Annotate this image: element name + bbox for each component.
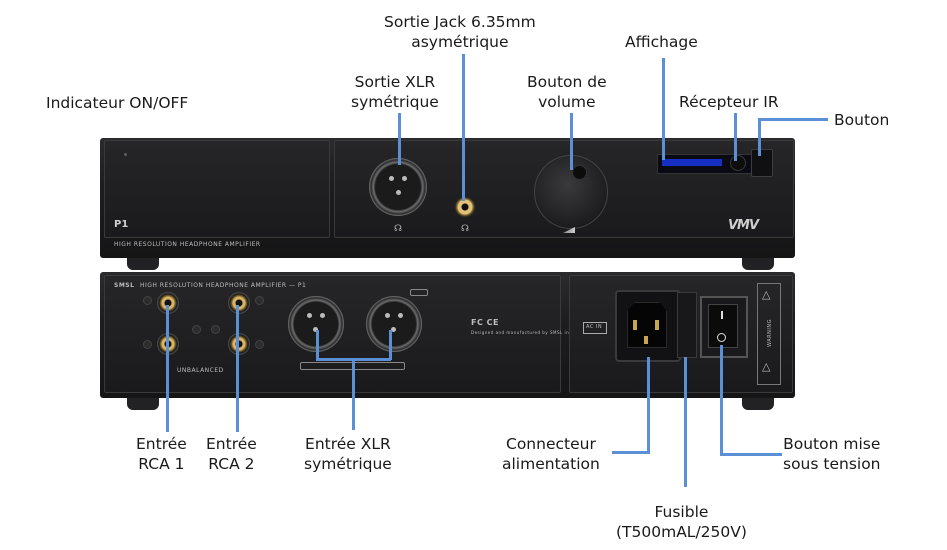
warning-text: WARNING: [766, 319, 773, 347]
callout-line-display: [662, 58, 665, 160]
label-xlr-output: Sortie XLR symétrique: [351, 73, 439, 111]
callout-line-fuse: [684, 357, 687, 487]
label-xlr-input: Entrée XLR symétrique: [304, 435, 392, 473]
callout-line-rca2: [236, 305, 239, 432]
label-jack-output: Sortie Jack 6.35mm asymétrique: [384, 13, 536, 51]
callout-line-xlr-in-r: [389, 330, 392, 360]
power-switch-on-mark: [721, 311, 723, 319]
front-caption: HIGH RESOLUTION HEADPHONE AMPLIFIER: [114, 241, 261, 248]
label-button: Bouton: [834, 111, 890, 129]
callout-line-power-v: [647, 357, 650, 454]
screw: [143, 340, 152, 349]
power-pin: [644, 336, 648, 344]
label-power-indicator: Indicateur ON/OFF: [46, 94, 189, 112]
rear-caption: HIGH RESOLUTION HEADPHONE AMPLIFIER — P1: [140, 282, 307, 289]
xlr-input-jack-right[interactable]: [366, 296, 422, 352]
callout-line-button-h: [758, 118, 828, 121]
power-pin: [655, 320, 659, 330]
label-rca2-input: Entrée RCA 2: [206, 435, 257, 473]
power-switch-off-mark: [717, 333, 726, 342]
screw: [255, 296, 264, 305]
callout-line-xlr-in-v: [352, 358, 355, 430]
warning-triangle-icon: △: [762, 288, 771, 301]
label-display: Affichage: [625, 33, 698, 51]
screw: [255, 340, 264, 349]
xlr-output-jack[interactable]: [369, 158, 427, 216]
xlr-input-pin: [398, 313, 403, 318]
power-pin: [633, 320, 637, 330]
xlr-input-pin: [320, 313, 325, 318]
callout-line-xlr-out: [398, 113, 401, 165]
callout-line-xlr-in-l: [316, 330, 319, 360]
volume-scale-icon: [563, 227, 575, 233]
callout-line-jack: [462, 54, 465, 201]
label-ir-receiver: Récepteur IR: [679, 93, 779, 111]
callout-line-switch-h: [720, 453, 782, 456]
warning-panel: [757, 283, 781, 385]
callout-line-rca1: [166, 305, 169, 432]
callout-line-button-v: [758, 118, 761, 156]
callout-line-volume: [570, 113, 573, 170]
volume-knob-indicator: [572, 165, 587, 180]
callout-line-switch-v: [720, 345, 723, 456]
front-foot-left: [127, 258, 159, 270]
xlr-input-pin: [385, 313, 390, 318]
ir-receiver: [730, 155, 746, 171]
xlr-small-tag: [410, 289, 428, 296]
screw: [192, 325, 201, 334]
headphone-icon: ☊: [461, 224, 469, 234]
model-label: P1: [114, 219, 129, 230]
label-power-connector: Connecteur alimentation: [502, 435, 600, 473]
xlr-output-pin: [389, 176, 394, 181]
label-rca1-input: Entrée RCA 1: [136, 435, 187, 473]
brand-logo: VMV: [728, 218, 759, 233]
unbalanced-label: UNBALANCED: [177, 367, 224, 374]
front-foot-right: [742, 258, 774, 270]
callout-line-power-h: [612, 451, 649, 454]
rca2-right-jack[interactable]: [228, 333, 250, 355]
cert-marks: FC CE: [471, 318, 499, 327]
ac-in-label: [583, 322, 607, 334]
rear-foot-right: [742, 398, 774, 410]
power-indicator-led: [124, 153, 127, 156]
front-button[interactable]: [751, 149, 773, 177]
xlr-input-pin: [391, 327, 396, 332]
display-segments: [662, 159, 722, 166]
rca1-left-jack[interactable]: [157, 292, 179, 314]
front-left-panel: [104, 140, 330, 238]
ac-in-text: AC IN: [586, 324, 603, 330]
warning-triangle-icon: △: [762, 360, 771, 373]
jack-output[interactable]: [454, 196, 476, 218]
xlr-output-pin: [396, 190, 401, 195]
label-power-switch: Bouton mise sous tension: [783, 435, 881, 473]
xlr-output-pin: [402, 176, 407, 181]
xlr-input-pin: [313, 327, 318, 332]
callout-line-ir: [734, 113, 737, 161]
screw: [143, 296, 152, 305]
rear-foot-left: [127, 398, 159, 410]
rca2-left-jack[interactable]: [228, 292, 250, 314]
made-in-text: Designed and manufactured by SMSL in Chi…: [471, 330, 585, 335]
rear-brand: SMSL: [114, 282, 135, 289]
screw: [211, 325, 220, 334]
xlr-input-pin: [307, 313, 312, 318]
headphone-icon: ☊: [394, 224, 402, 234]
label-volume-knob: Bouton de volume: [527, 73, 607, 111]
label-fuse: Fusible (T500mAL/250V): [616, 503, 747, 541]
fuse-holder[interactable]: [677, 292, 697, 358]
